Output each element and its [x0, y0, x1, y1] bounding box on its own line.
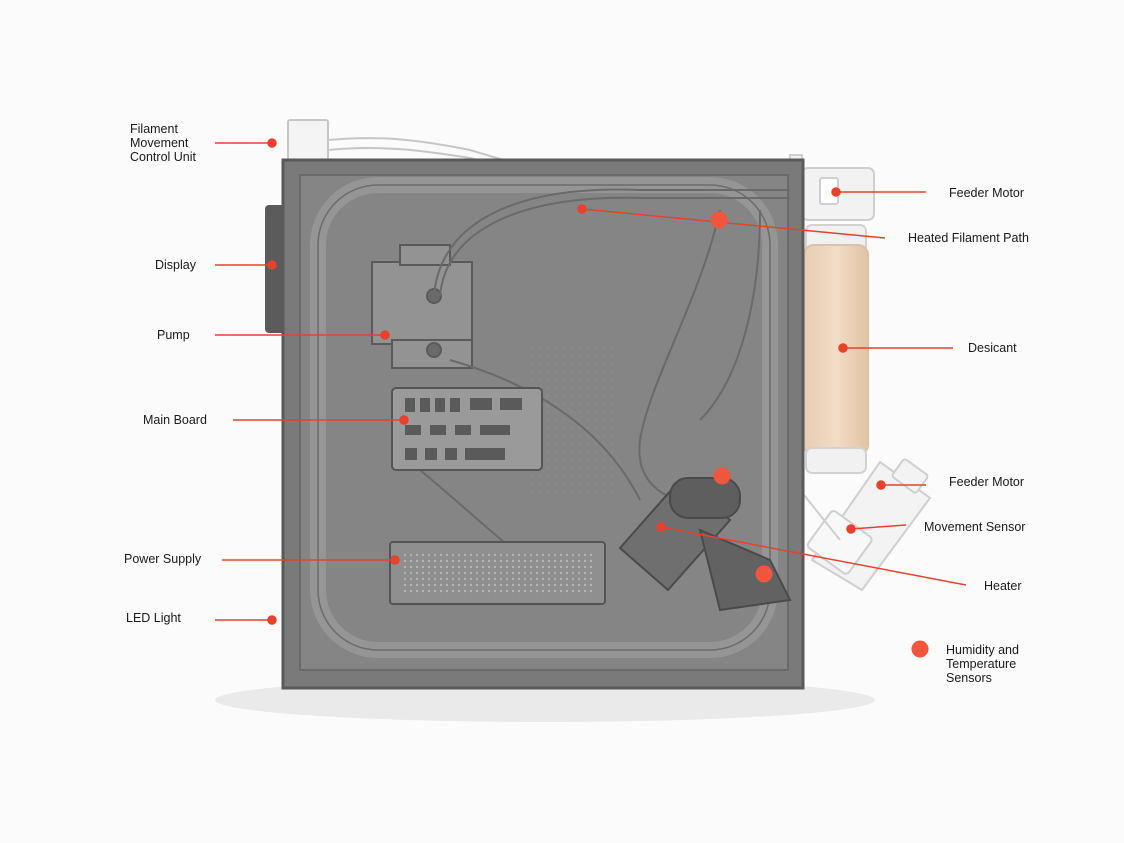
desiccant-canister-illustration [803, 224, 869, 474]
label-movement-sensor: Movement Sensor [924, 520, 1026, 534]
label-feeder-motor-bottom: Feeder Motor [949, 475, 1025, 489]
leader-lines [215, 138, 967, 625]
label-heated-filament-path: Heated Filament Path [908, 231, 1029, 245]
label-feeder-motor-top: Feeder Motor [949, 186, 1025, 200]
label-led-light: LED Light [126, 611, 181, 625]
label-desicant: Desicant [968, 341, 1017, 355]
pump-illustration [371, 244, 473, 369]
feeder-motor-bottom-illustration [799, 458, 932, 592]
humidity-sensor-markers [710, 211, 773, 583]
main-board-illustration [391, 387, 543, 471]
label-display: Display [155, 258, 196, 272]
heater-illustration [618, 477, 792, 612]
label-heater: Heater [984, 579, 1022, 593]
label-power-supply: Power Supply [124, 552, 202, 566]
label-filament-movement-control-unit: Filament Movement Control Unit [130, 122, 196, 164]
power-supply-illustration [389, 541, 606, 605]
label-pump: Pump [157, 328, 190, 342]
label-main-board: Main Board [143, 413, 207, 427]
legend-humidity-temperature-sensors: Humidity and Temperature Sensors [946, 643, 1019, 685]
legend-sensor-dot [911, 640, 929, 658]
